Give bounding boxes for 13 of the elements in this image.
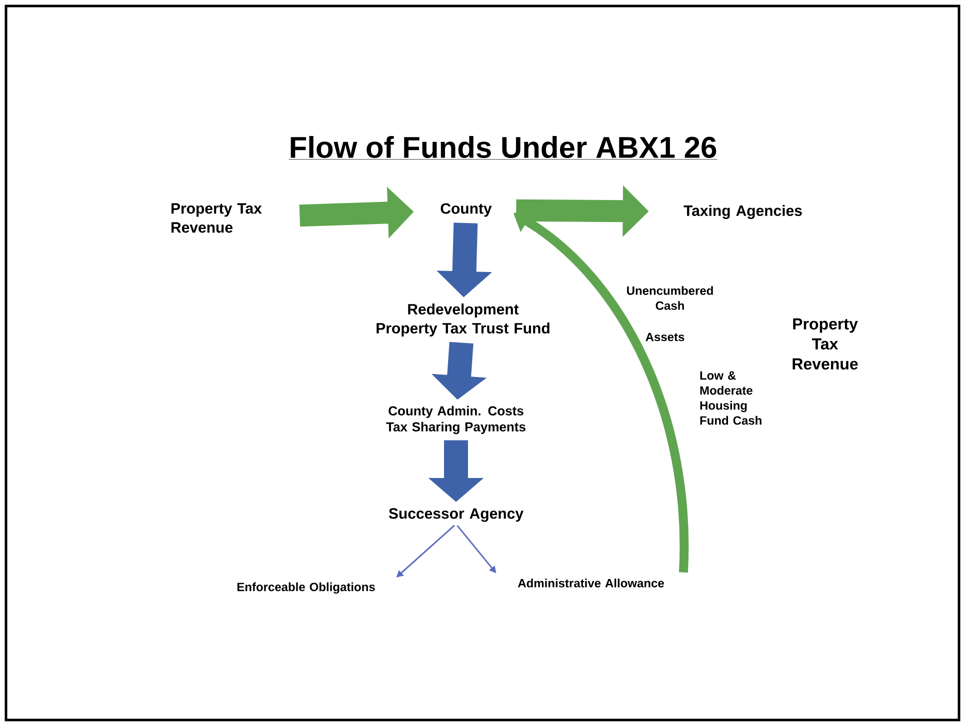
node-label: County: [440, 203, 492, 217]
node-label: County Admin. Costs Tax Sharing Payments: [386, 406, 526, 434]
node-label: Taxing Agencies: [684, 204, 802, 220]
title: Flow of Funds Under ABX1 26: [288, 136, 718, 160]
node-label: Enforceable Obligations: [237, 582, 375, 594]
node-label: Property Tax Revenue: [172, 203, 262, 233]
flow-label: Property Tax Revenue: [792, 318, 858, 370]
flow-label: Unencumbered Cash: [627, 286, 713, 310]
flow-label: Low & Moderate Housing Fund Cash: [700, 371, 762, 425]
node-label: Administrative Allowance: [518, 578, 664, 588]
flow-label: Assets: [646, 332, 684, 342]
node-label: Successor Agency: [388, 508, 524, 522]
node-label: Redevelopment Property Tax Trust Fund: [376, 304, 550, 336]
